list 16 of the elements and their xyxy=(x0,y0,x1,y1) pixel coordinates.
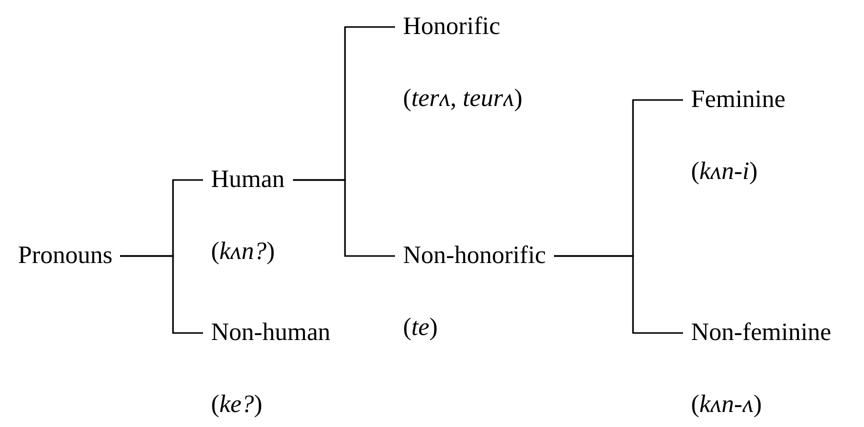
pronoun-form: (terʌ, teurʌ) xyxy=(403,84,522,114)
connector-line xyxy=(120,255,203,334)
pronoun-form: (kʌn-ʌ) xyxy=(691,390,763,420)
pronoun-form: (kʌn-i) xyxy=(691,157,759,187)
category-label: Human xyxy=(211,165,285,195)
connector-line xyxy=(554,255,683,334)
pronoun-form: (kʌn?) xyxy=(211,237,276,267)
category-label: Feminine xyxy=(691,85,786,115)
category-label: Non-honorific xyxy=(403,241,546,271)
category-label: Pronouns xyxy=(18,241,112,271)
connector-line xyxy=(293,179,395,257)
pronoun-form: (ke?) xyxy=(211,390,264,420)
category-label: Non-feminine xyxy=(691,318,832,348)
category-label: Honorific xyxy=(403,12,502,42)
category-label: Non-human xyxy=(211,318,330,348)
pronoun-form: (te) xyxy=(403,313,439,343)
